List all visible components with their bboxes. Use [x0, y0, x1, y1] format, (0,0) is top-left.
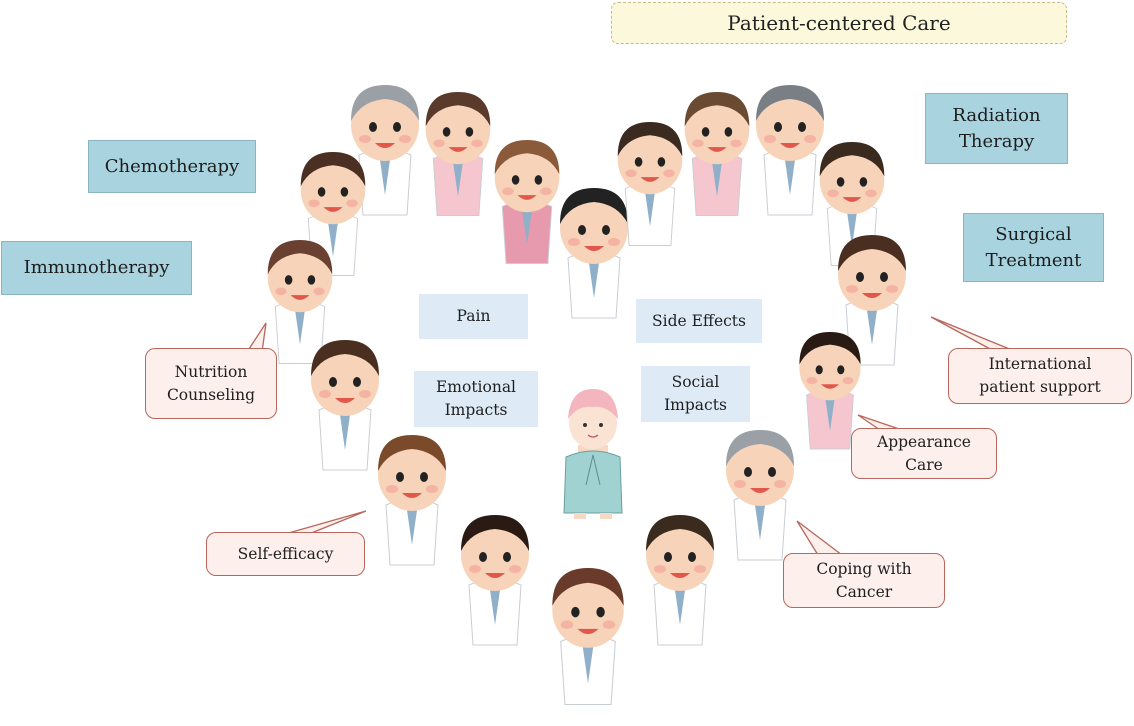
care-team-member	[267, 240, 333, 364]
coping-with-cancer-callout: Coping with Cancer	[783, 553, 945, 608]
patient-icon	[563, 389, 623, 519]
care-team-member	[756, 85, 824, 216]
self-efficacy-callout: Self-efficacy	[206, 532, 365, 576]
immunotherapy-label: Immunotherapy	[23, 257, 170, 278]
side-effects-box: Side Effects	[636, 299, 762, 343]
appearance-label-line1: Appearance	[877, 432, 971, 451]
care-team-member	[646, 515, 714, 646]
surgical-label-line1: Surgical	[995, 223, 1072, 245]
care-team-member	[552, 568, 624, 706]
care-team-member	[684, 92, 750, 216]
self-efficacy-label: Self-efficacy	[237, 544, 334, 563]
care-team-member	[378, 435, 446, 566]
pain-box: Pain	[419, 294, 528, 339]
care-team-member	[838, 235, 906, 366]
title-box: Patient-centered Care	[611, 2, 1067, 44]
radiation-label-line2: Therapy	[958, 130, 1035, 152]
international-label-line2: patient support	[979, 378, 1101, 396]
nutrition-label-line1: Nutrition	[174, 362, 248, 381]
coping-label-line1: Coping with	[816, 559, 912, 578]
appearance-care-callout: Appearance Care	[851, 428, 997, 479]
care-team-member	[311, 340, 379, 471]
nutrition-label-line2: Counseling	[166, 385, 256, 404]
social-impacts-box: Social Impacts	[641, 366, 750, 422]
care-team-member	[617, 122, 683, 246]
side-effects-label: Side Effects	[652, 311, 746, 330]
emotional-label-line1: Emotional	[435, 378, 517, 396]
care-team-member	[461, 515, 529, 646]
immunotherapy-box: Immunotherapy	[1, 241, 192, 295]
nutrition-counseling-callout: Nutrition Counseling	[145, 348, 277, 419]
care-team-member	[425, 92, 491, 216]
international-patient-support-callout: International patient support	[948, 348, 1132, 404]
radiation-therapy-box: Radiation Therapy	[925, 93, 1068, 164]
social-label-line1: Social	[671, 373, 720, 391]
pain-label: Pain	[456, 307, 491, 325]
care-team-member	[351, 85, 419, 216]
international-label-line1: International	[988, 355, 1092, 373]
care-team-member	[300, 152, 366, 276]
emotional-impacts-box: Emotional Impacts	[414, 371, 538, 427]
diagram-title: Patient-centered Care	[727, 11, 951, 35]
surgical-label-line2: Treatment	[985, 249, 1082, 271]
emotional-label-line2: Impacts	[444, 401, 508, 419]
care-team-member	[726, 430, 794, 561]
chemotherapy-label: Chemotherapy	[104, 155, 240, 177]
care-team-member	[799, 332, 861, 450]
coping-label-line2: Cancer	[835, 582, 893, 601]
social-label-line2: Impacts	[664, 396, 727, 414]
surgical-treatment-box: Surgical Treatment	[963, 213, 1104, 282]
chemotherapy-box: Chemotherapy	[88, 140, 256, 193]
care-team-member	[560, 188, 628, 319]
care-team-member	[494, 140, 560, 264]
appearance-label-line2: Care	[905, 455, 943, 474]
radiation-label-line1: Radiation	[952, 104, 1041, 126]
